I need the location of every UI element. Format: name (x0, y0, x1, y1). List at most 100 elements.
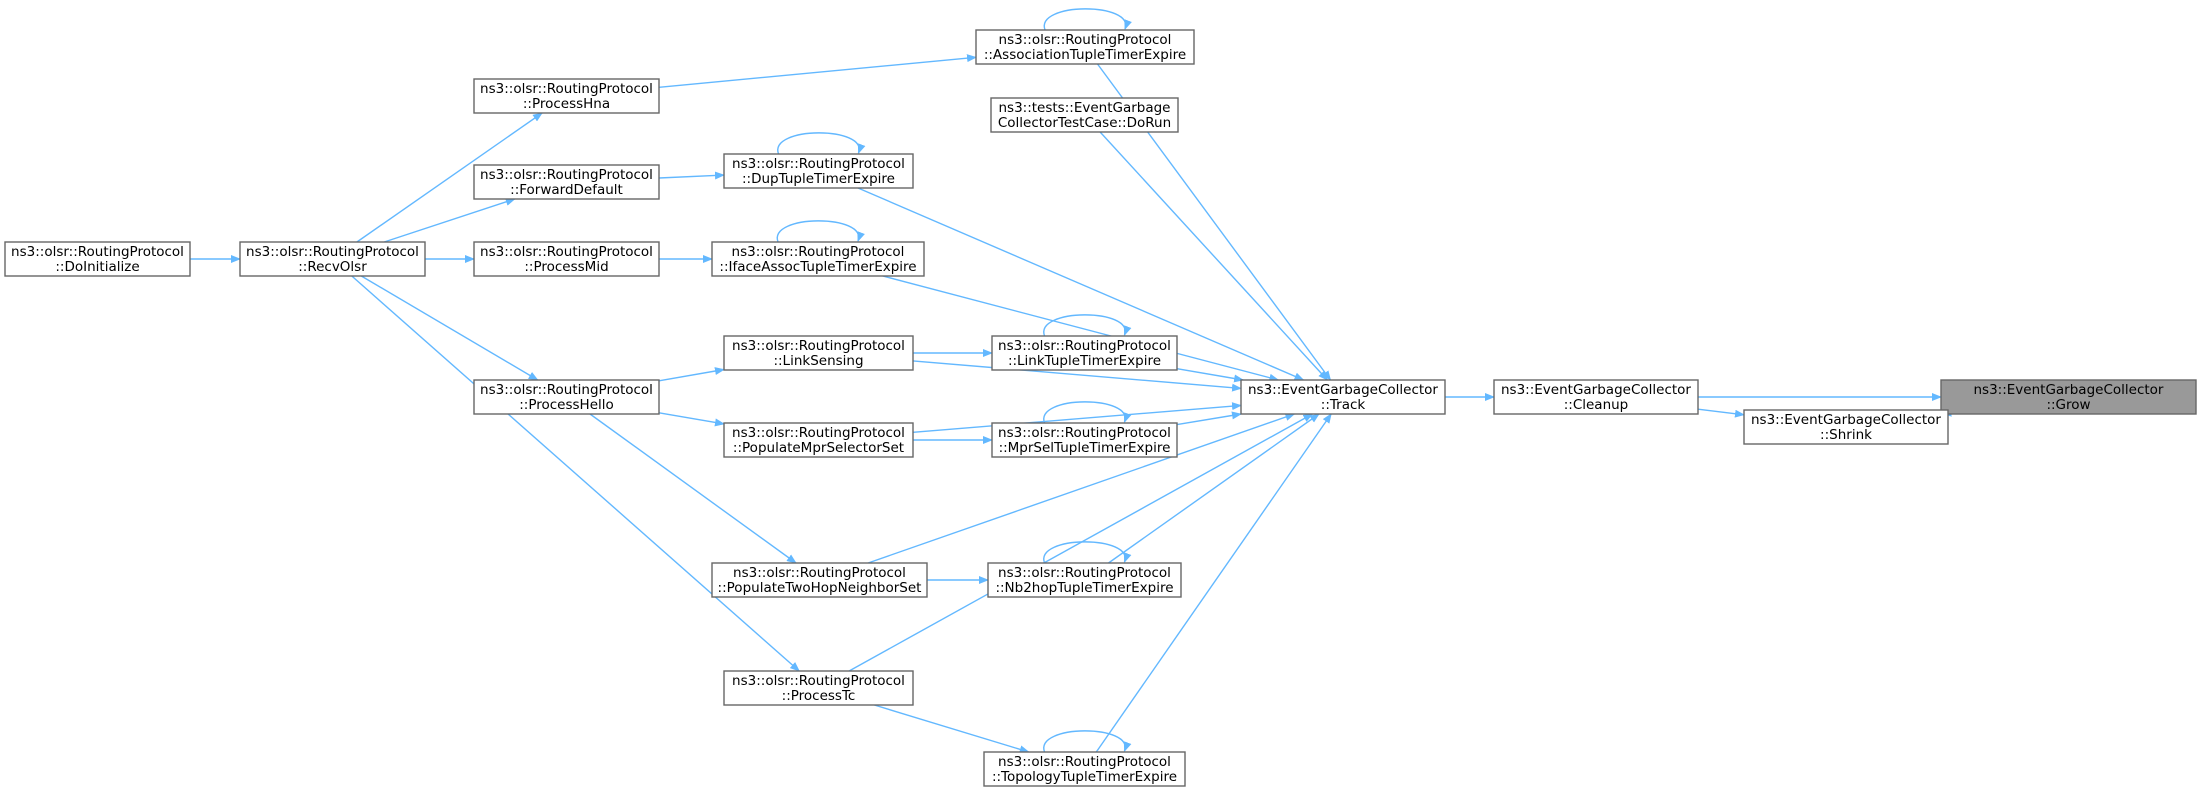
node-linktuple[interactable]: ns3::olsr::RoutingProtocol::LinkTupleTim… (991, 335, 1178, 371)
edge-popmpr-to-track (912, 402, 1242, 433)
nodes-layer: ns3::EventGarbageCollector::Growns3::Eve… (4, 29, 2197, 787)
edge-dup-to-track (857, 187, 1305, 381)
node-label-line1: ns3::olsr::RoutingProtocol (999, 32, 1172, 48)
node-label-line2: ::Grow (2046, 397, 2090, 413)
edge-nb2hop-to-nb2hop (1043, 541, 1132, 564)
edges-layer (190, 8, 1952, 754)
node-label-line1: ns3::olsr::RoutingProtocol (480, 81, 653, 97)
node-label-line2: ::ProcessHna (523, 96, 610, 112)
node-label-line1: ns3::olsr::RoutingProtocol (732, 673, 905, 689)
edge-hello-to-popmpr (658, 412, 725, 427)
node-box (473, 241, 660, 277)
node-label-line2: ::LinkSensing (773, 353, 863, 369)
node-hna[interactable]: ns3::olsr::RoutingProtocol::ProcessHna (473, 78, 660, 114)
node-cleanup[interactable]: ns3::EventGarbageCollector::Cleanup (1493, 379, 1699, 415)
node-label-line1: ns3::olsr::RoutingProtocol (480, 382, 653, 398)
node-processtc[interactable]: ns3::olsr::RoutingProtocol::ProcessTc (723, 670, 914, 706)
node-pop2hop[interactable]: ns3::olsr::RoutingProtocol::PopulateTwoH… (711, 562, 928, 598)
node-label-line1: ns3::EventGarbageCollector (1248, 382, 1438, 398)
node-label-line2: ::PopulateMprSelectorSet (733, 440, 904, 456)
node-recv[interactable]: ns3::olsr::RoutingProtocol::RecvOlsr (239, 241, 426, 277)
node-track[interactable]: ns3::EventGarbageCollector::Track (1240, 379, 1446, 415)
node-label-line1: ns3::EventGarbageCollector (1974, 382, 2164, 398)
node-grow[interactable]: ns3::EventGarbageCollector::Grow (1940, 379, 2197, 415)
node-label-line1: ns3::olsr::RoutingProtocol (998, 565, 1171, 581)
node-mprsel[interactable]: ns3::olsr::RoutingProtocol::MprSelTupleT… (991, 422, 1178, 458)
node-mid[interactable]: ns3::olsr::RoutingProtocol::ProcessMid (473, 241, 660, 277)
node-box (987, 562, 1182, 598)
edge-hna-to-assoc (658, 54, 977, 88)
node-label-line2: ::Cleanup (1564, 397, 1629, 413)
node-label-line1: ns3::olsr::RoutingProtocol (733, 565, 906, 581)
node-dup[interactable]: ns3::olsr::RoutingProtocol::DupTupleTime… (723, 153, 914, 189)
node-label-line2: ::RecvOlsr (298, 259, 367, 275)
node-label-line1: ns3::olsr::RoutingProtocol (732, 156, 905, 172)
node-box (990, 97, 1179, 133)
edge-pop2hop-to-track (867, 413, 1296, 564)
node-box (1240, 379, 1446, 415)
edge-fwd-to-dup (658, 171, 725, 180)
node-box (711, 241, 925, 277)
node-label-line2: ::AssociationTupleTimerExpire (984, 47, 1186, 63)
node-box (975, 29, 1195, 65)
node-box (4, 241, 191, 277)
edge-linktuple-to-linktuple (1043, 314, 1132, 337)
edge-cleanup-to-shrink (1697, 408, 1745, 418)
node-iface[interactable]: ns3::olsr::RoutingProtocol::IfaceAssocTu… (711, 241, 925, 277)
node-shrink[interactable]: ns3::EventGarbageCollector::Shrink (1743, 409, 1949, 445)
node-box (473, 379, 660, 415)
node-label-line2: ::ProcessHello (519, 397, 614, 413)
node-label-line1: ns3::olsr::RoutingProtocol (732, 338, 905, 354)
node-assoc[interactable]: ns3::olsr::RoutingProtocol::AssociationT… (975, 29, 1195, 65)
node-label-line2: ::LinkTupleTimerExpire (1008, 353, 1161, 369)
node-label-line2: ::DoInitialize (55, 259, 139, 275)
node-label-line1: ns3::EventGarbageCollector (1751, 412, 1941, 428)
edge-hello-to-pop2hop (589, 413, 797, 564)
node-box (991, 335, 1178, 371)
node-label-line1: ns3::olsr::RoutingProtocol (246, 244, 419, 260)
node-label-line1: ns3::olsr::RoutingProtocol (732, 425, 905, 441)
node-label-line2: ::DupTupleTimerExpire (742, 171, 895, 187)
node-box (711, 562, 928, 598)
node-label-line1: ns3::olsr::RoutingProtocol (998, 425, 1171, 441)
node-fwd[interactable]: ns3::olsr::RoutingProtocol::ForwardDefau… (473, 164, 660, 200)
node-label-line2: ::PopulateTwoHopNeighborSet (718, 580, 922, 596)
node-box (723, 670, 914, 706)
node-label-line2: ::ProcessMid (524, 259, 608, 275)
edge-mprsel-to-track (1176, 411, 1242, 426)
node-box (983, 751, 1186, 787)
node-label-line2: ::ProcessTc (782, 688, 856, 704)
node-box (1743, 409, 1949, 445)
node-tests[interactable]: ns3::tests::EventGarbageCollectorTestCas… (990, 97, 1179, 133)
node-box (1940, 379, 2197, 415)
node-popmpr[interactable]: ns3::olsr::RoutingProtocol::PopulateMprS… (723, 422, 914, 458)
node-box (239, 241, 426, 277)
node-label-line1: ns3::olsr::RoutingProtocol (480, 244, 653, 260)
node-box (473, 78, 660, 114)
node-label-line2: ::ForwardDefault (510, 182, 623, 198)
node-label-line2: ::TopologyTupleTimerExpire (992, 769, 1177, 785)
node-label-line1: ns3::olsr::RoutingProtocol (998, 754, 1171, 770)
edge-linktuple-to-track (1176, 368, 1245, 383)
node-box (723, 335, 914, 371)
node-label-line1: ns3::olsr::RoutingProtocol (480, 167, 653, 183)
node-doinit[interactable]: ns3::olsr::RoutingProtocol::DoInitialize (4, 241, 191, 277)
node-box (1493, 379, 1699, 415)
edge-recv-to-fwd (383, 198, 516, 243)
node-linksensing[interactable]: ns3::olsr::RoutingProtocol::LinkSensing (723, 335, 914, 371)
edge-tests-to-track (1099, 131, 1329, 381)
node-box (723, 153, 914, 189)
edge-hello-to-linksensing (658, 367, 725, 382)
edge-topo-to-track (1095, 413, 1332, 753)
node-label-line2: CollectorTestCase::DoRun (998, 115, 1171, 131)
node-label-line1: ns3::olsr::RoutingProtocol (732, 244, 905, 260)
edge-nb2hop-to-track (1108, 413, 1320, 564)
node-topo[interactable]: ns3::olsr::RoutingProtocol::TopologyTupl… (983, 751, 1186, 787)
node-nb2hop[interactable]: ns3::olsr::RoutingProtocol::Nb2hopTupleT… (987, 562, 1182, 598)
node-box (473, 164, 660, 200)
node-hello[interactable]: ns3::olsr::RoutingProtocol::ProcessHello (473, 379, 660, 415)
edge-recv-to-hna (356, 112, 543, 243)
node-label-line2: ::Nb2hopTupleTimerExpire (995, 580, 1173, 596)
edge-mprsel-to-mprsel (1043, 401, 1132, 424)
edge-assoc-to-assoc (1043, 8, 1132, 31)
